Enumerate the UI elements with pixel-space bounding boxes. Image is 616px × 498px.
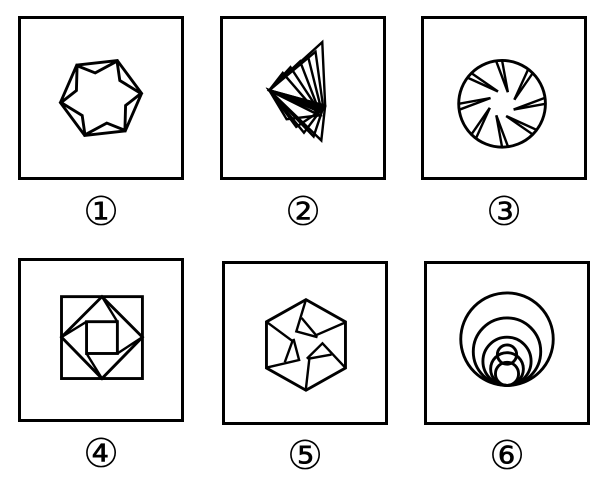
- aperture-circle-figure: [457, 58, 547, 149]
- panel-label-6: ⑥: [489, 433, 525, 479]
- inner-square: [85, 320, 119, 355]
- figure-panel-4: [18, 258, 184, 422]
- figure-panel-2: [220, 16, 386, 180]
- panel-label-4: ④: [83, 431, 119, 477]
- figure-panel-3: [421, 16, 587, 180]
- triangle-4: [82, 121, 127, 138]
- triangle-2: [115, 59, 144, 96]
- connector-lines: [60, 296, 144, 380]
- aperture-blades: [458, 60, 546, 148]
- triangle-1: [75, 58, 120, 75]
- diamond: [59, 294, 145, 381]
- figure-panel-5: [222, 261, 388, 425]
- panel-label-1: ①: [83, 189, 119, 235]
- tangent-circles: [459, 291, 555, 387]
- nested-squares-figure: [59, 294, 145, 381]
- pinwheel-lines: [265, 299, 347, 391]
- figure-panel-1: [18, 16, 184, 180]
- fan-triangles: [265, 39, 327, 143]
- panel-label-5: ⑤: [287, 433, 323, 479]
- outer-hexagon: [265, 297, 347, 392]
- hexagon-triangle-ring-figure: [58, 58, 144, 138]
- hexagon-pinwheel-figure: [265, 297, 347, 392]
- triangle-5: [58, 100, 87, 137]
- nested-circles-figure: [459, 291, 555, 387]
- panel-label-3: ③: [486, 189, 522, 235]
- triangle-3: [123, 91, 144, 133]
- triangle-fan-figure: [265, 39, 327, 143]
- triangle-6: [58, 63, 79, 105]
- outer-square: [60, 295, 144, 380]
- figure-panel-6: [424, 261, 590, 425]
- panel-label-2: ②: [285, 189, 321, 235]
